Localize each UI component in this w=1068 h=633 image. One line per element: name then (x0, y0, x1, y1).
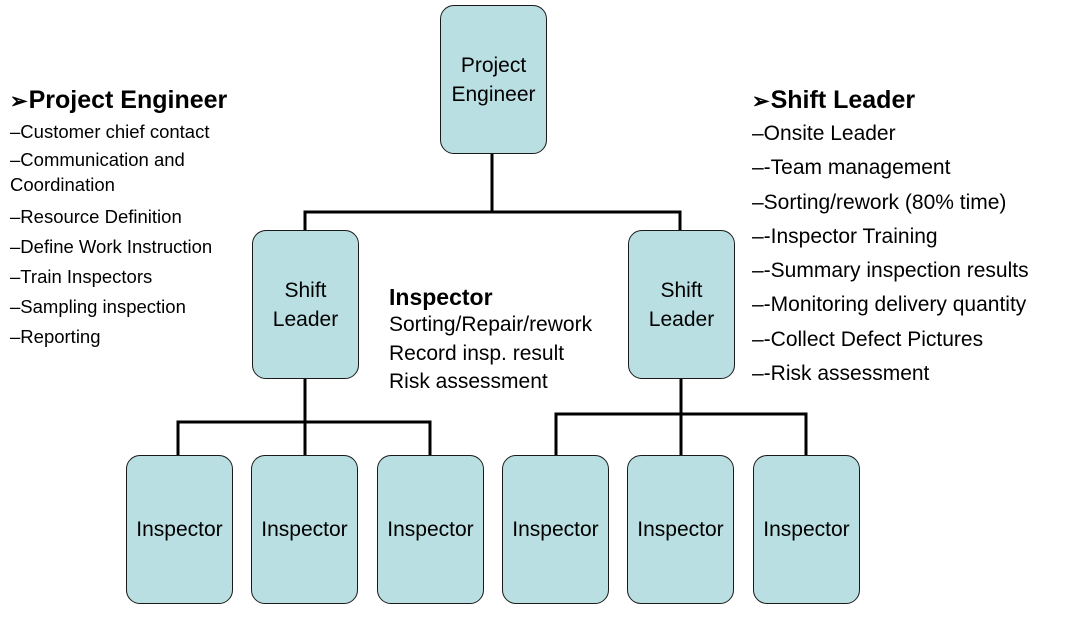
shift-leader-node-right: Shift Leader (628, 230, 735, 379)
inspector-duties: Inspector Sorting/Repair/rework Record i… (389, 283, 592, 397)
duty-item: –-Collect Defect Pictures (752, 327, 984, 351)
arrow-bullet-icon: ➢ (10, 90, 28, 113)
arrow-bullet-icon: ➢ (752, 90, 770, 113)
project-engineer-duties: ➢Project Engineer –Customer chief contac… (10, 85, 227, 352)
inspector-node: Inspector (251, 455, 358, 604)
inspector-node: Inspector (126, 455, 233, 604)
duty-item: –Communication and (10, 149, 185, 170)
shift-leader-duties-title: ➢Shift Leader (752, 86, 916, 114)
duty-item: –-Inspector Training (752, 224, 938, 248)
shift-leader-duties: ➢Shift Leader –Onsite Leader –-Team mana… (752, 85, 1029, 391)
inspector-node: Inspector (753, 455, 860, 604)
connector-pe-shift-leaders (303, 210, 682, 230)
duty-item: Coordination (10, 174, 115, 195)
duty-item: Record insp. result (389, 341, 565, 365)
inspector-node: Inspector (377, 455, 484, 604)
project-engineer-duties-title: ➢Project Engineer (10, 86, 228, 114)
duty-item: –-Risk assessment (752, 362, 930, 386)
duty-item: –Train Inspectors (10, 266, 153, 287)
duty-item: –Resource Definition (10, 206, 182, 227)
inspector-node: Inspector (502, 455, 609, 604)
inspector-duties-title: Inspector (389, 284, 493, 310)
duty-item: Risk assessment (389, 370, 548, 393)
inspector-node: Inspector (627, 455, 734, 604)
duty-item: –-Summary inspection results (752, 259, 1029, 283)
duty-item: –-Monitoring delivery quantity (752, 293, 1027, 317)
duty-item: –-Team management (752, 156, 951, 180)
duty-item: –Define Work Instruction (10, 236, 213, 257)
duty-item: –Sorting/rework (80% time) (752, 190, 1007, 214)
project-engineer-node: Project Engineer (440, 5, 547, 154)
duty-item: –Onsite Leader (752, 122, 896, 145)
duty-item: –Customer chief contact (10, 121, 210, 142)
duty-item: Sorting/Repair/rework (389, 313, 593, 336)
shift-leader-node-left: Shift Leader (252, 230, 359, 379)
duty-item: –Reporting (10, 326, 101, 347)
duty-item: –Sampling inspection (10, 296, 186, 317)
